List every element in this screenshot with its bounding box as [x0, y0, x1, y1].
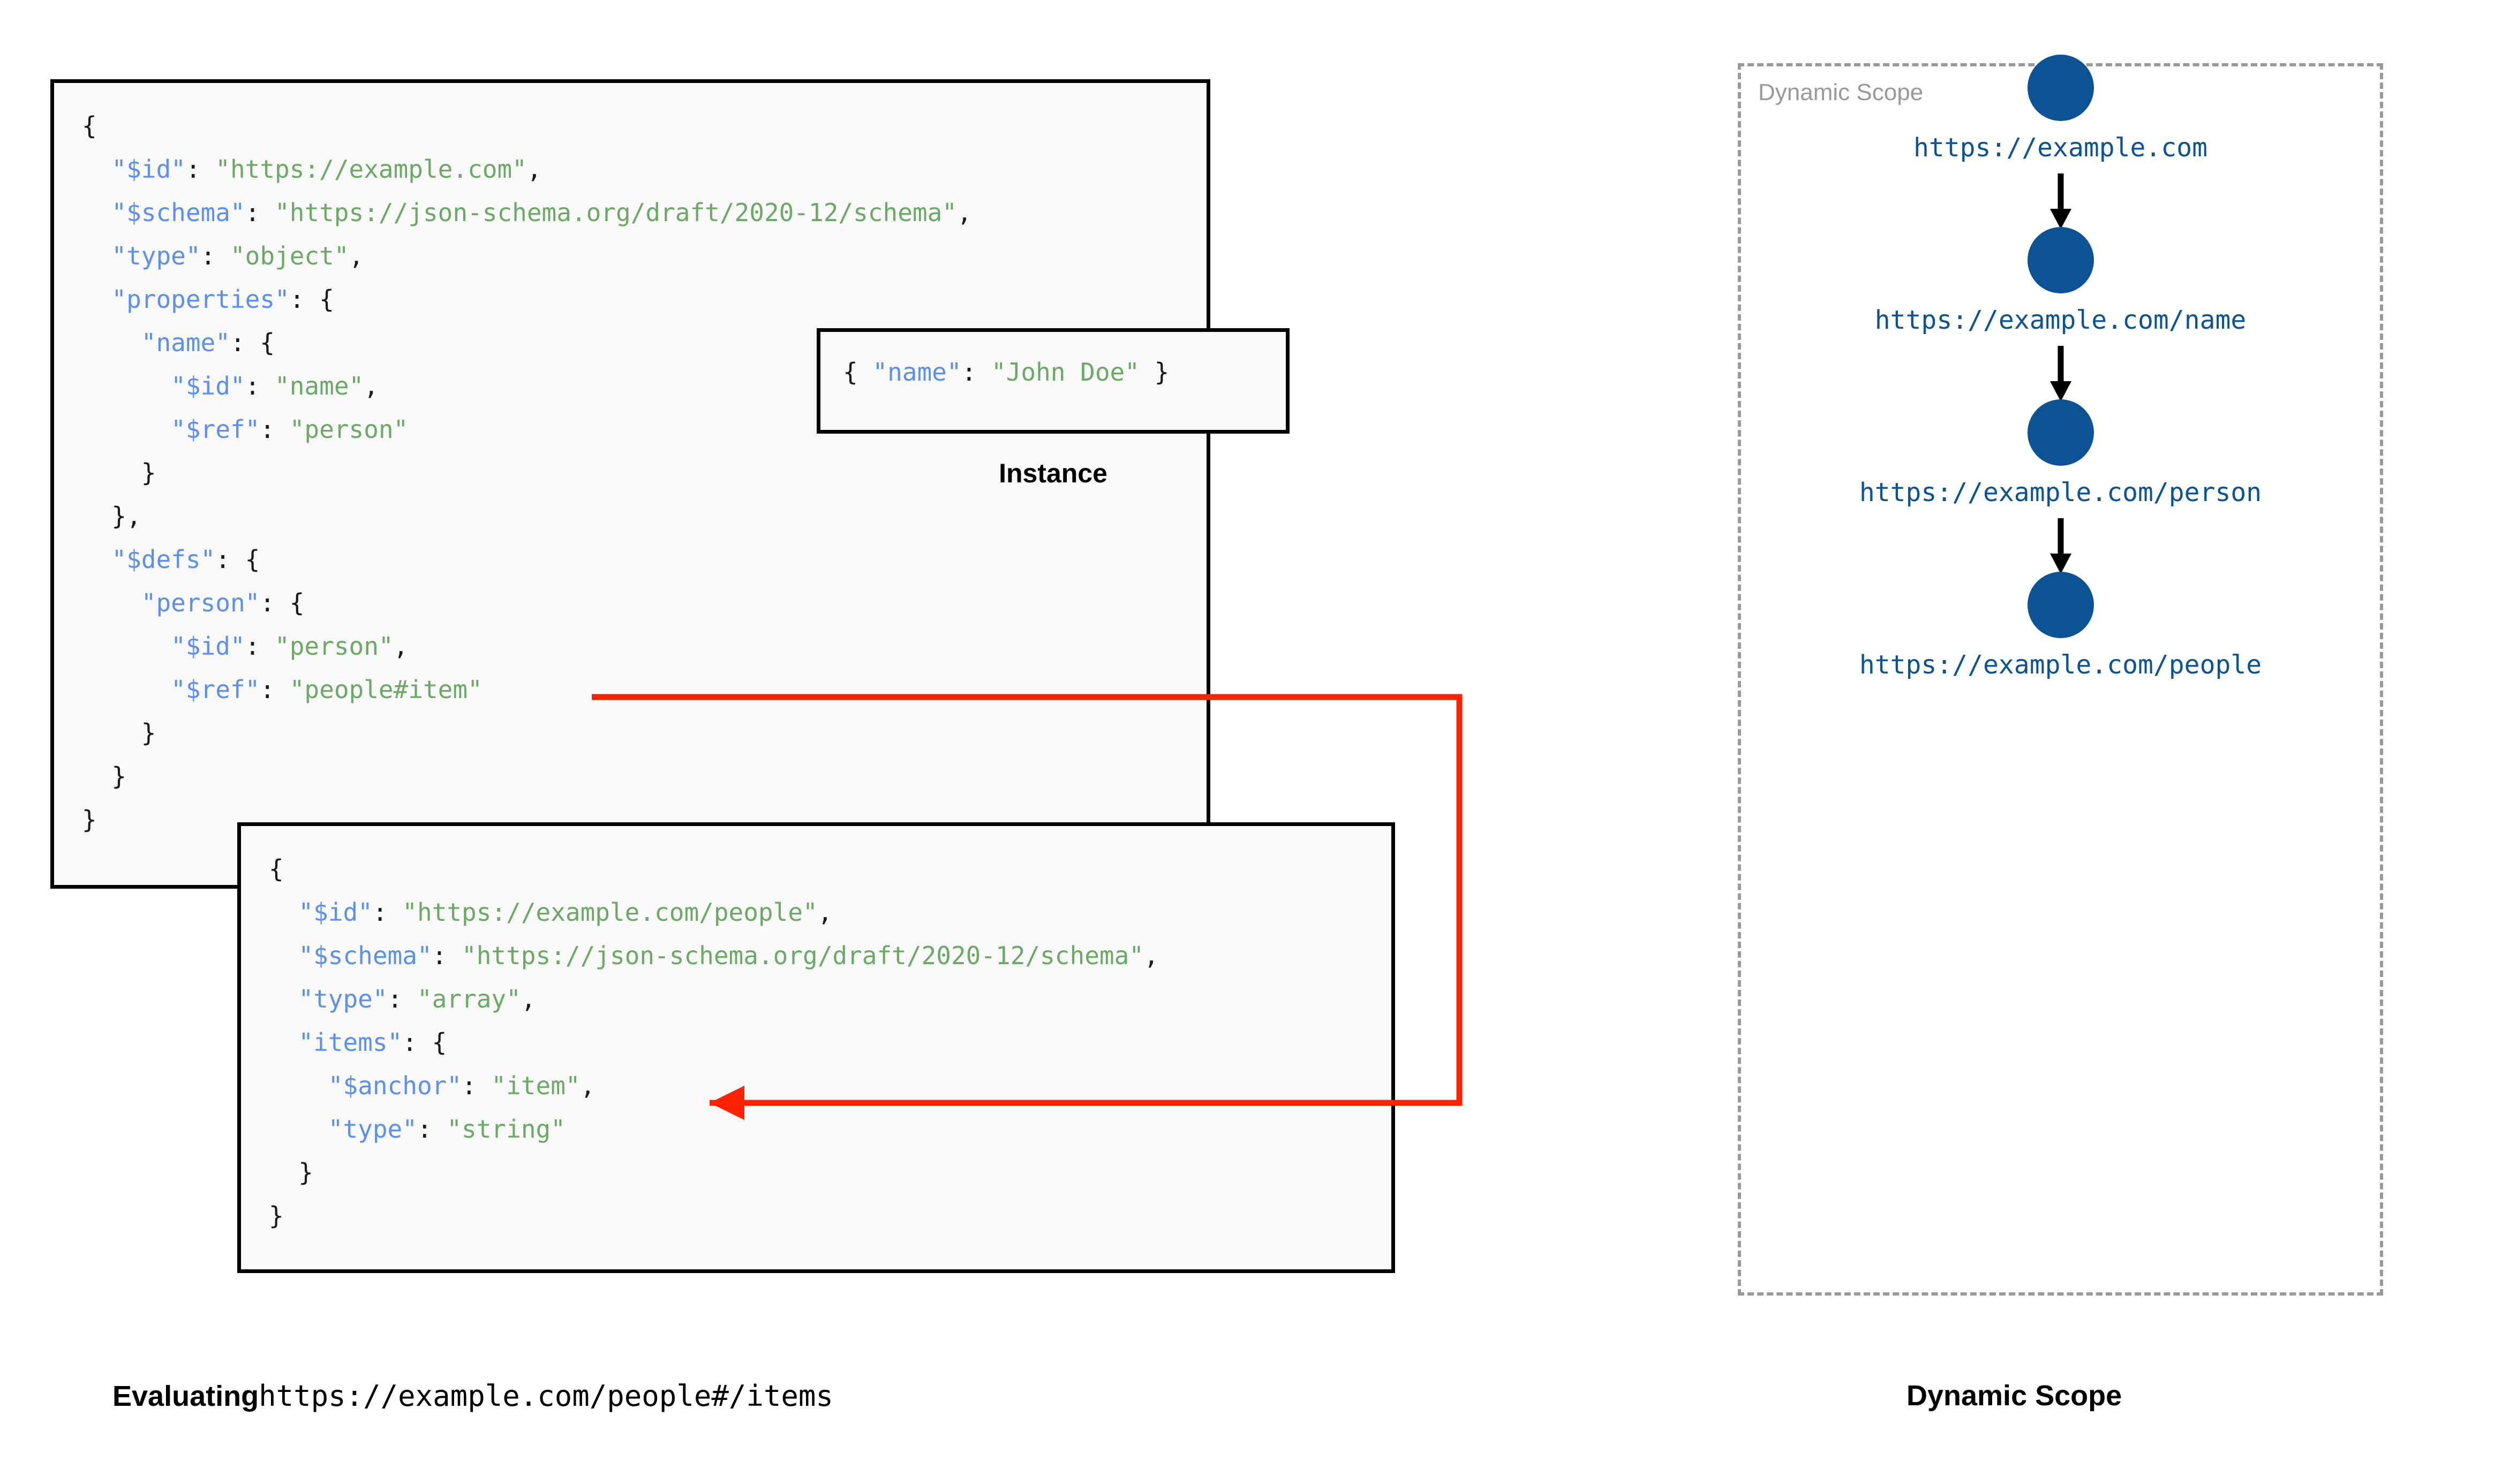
scope-node-label: https://example.com/name — [1874, 305, 2247, 335]
evaluating-label: Evaluating — [112, 1380, 259, 1412]
scope-node-3: https://example.com/people — [1741, 572, 2380, 680]
dynamic-scope-panel: Dynamic Scope https://example.com https:… — [1738, 55, 2383, 1296]
people-schema-code: { "$id": "https://example.com/people", "… — [269, 854, 1159, 1230]
scope-circle-icon — [2027, 227, 2094, 293]
scope-node-2: https://example.com/person — [1741, 399, 2380, 508]
scope-circle-icon — [2027, 399, 2094, 466]
scope-arrow-icon-1 — [1741, 346, 2380, 407]
scope-node-label: https://example.com/person — [1859, 478, 2262, 508]
dynamic-scope-panel-label: Dynamic Scope — [1758, 79, 1924, 105]
instance-caption: Instance — [999, 458, 1107, 488]
instance-box: { "name": "John Doe" } — [817, 328, 1290, 434]
people-schema-box: { "$id": "https://example.com/people", "… — [237, 822, 1395, 1273]
evaluating-uri: https://example.com/people#/items — [259, 1379, 833, 1413]
scope-circle-icon — [2027, 55, 2094, 121]
scope-node-1: https://example.com/name — [1741, 227, 2380, 335]
scope-node-label: https://example.com — [1913, 133, 2208, 163]
evaluating-caption: Evaluatinghttps://example.com/people#/it… — [112, 1379, 833, 1413]
root-schema-code: { "$id": "https://example.com", "$schema… — [82, 111, 972, 834]
scope-circle-icon — [2027, 572, 2094, 638]
instance-code: { "name": "John Doe" } — [843, 358, 1170, 387]
dynamic-scope-caption: Dynamic Scope — [1906, 1380, 2122, 1412]
scope-node-0: https://example.com — [1741, 55, 2380, 163]
scope-node-label: https://example.com/people — [1859, 650, 2262, 680]
scope-arrow-icon-2 — [1741, 518, 2380, 580]
scope-arrow-icon-0 — [1741, 173, 2380, 235]
